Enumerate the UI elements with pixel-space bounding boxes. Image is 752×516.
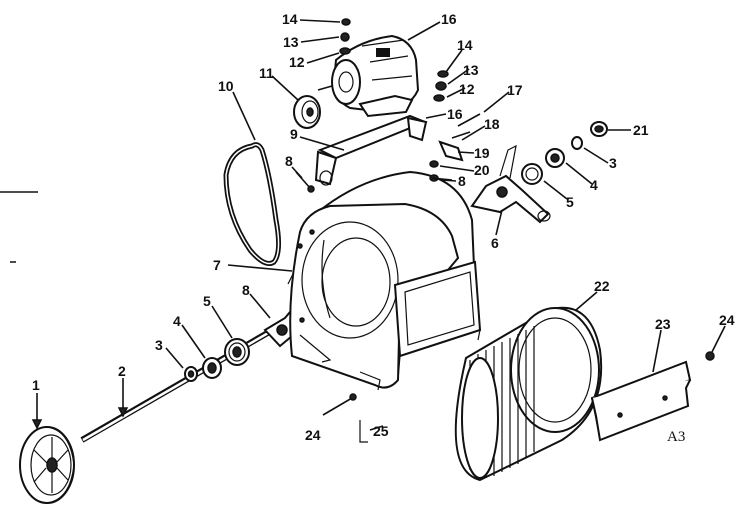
blower-wheel [454, 306, 603, 482]
callout-6: 6 [491, 235, 499, 251]
callout-8-mount: 8 [285, 153, 293, 169]
callout-22: 22 [594, 278, 610, 294]
collar-right [571, 136, 583, 150]
callout-1: 1 [32, 377, 40, 393]
callout-3-right: 3 [609, 155, 617, 171]
callout-14-right: 14 [457, 37, 473, 53]
bushing-left [202, 357, 222, 379]
callout-8-right: 8 [458, 173, 466, 189]
reference-code: A3 [667, 429, 685, 445]
motor-mount [314, 114, 428, 186]
bearing-right [521, 163, 543, 185]
callout-9: 9 [290, 126, 298, 142]
callout-2: 2 [118, 363, 126, 379]
callout-21: 21 [633, 122, 649, 138]
callout-18: 18 [484, 116, 500, 132]
callout-10: 10 [218, 78, 234, 94]
callout-4-right: 4 [590, 177, 598, 193]
callout-16-top: 16 [441, 11, 457, 27]
callout-25: 25 [373, 423, 389, 439]
callout-11: 11 [259, 65, 274, 81]
callout-labels: 1 2 3 4 5 8 7 10 11 9 8 14 13 12 16 14 1… [32, 11, 735, 445]
hardware-stack-right [433, 70, 449, 102]
belt [223, 142, 282, 266]
callout-20: 20 [474, 162, 490, 178]
callout-13-right: 13 [463, 62, 479, 78]
screw-24-bottom [322, 393, 357, 416]
cutoff-plate [590, 360, 692, 442]
callout-23: 23 [655, 316, 671, 332]
callout-17: 17 [507, 82, 523, 98]
callout-3-left: 3 [155, 337, 163, 353]
callout-14-left: 14 [282, 11, 298, 27]
callout-12-right: 12 [459, 81, 475, 97]
callout-13-left: 13 [283, 34, 299, 50]
nut-right [590, 121, 608, 137]
bushing-right [545, 148, 565, 168]
callout-19: 19 [474, 145, 490, 161]
callout-8-left: 8 [242, 282, 250, 298]
callout-12-left: 12 [289, 54, 305, 70]
pulley [19, 426, 75, 504]
clip-25 [359, 420, 368, 443]
motor-pulley [293, 95, 321, 129]
leader-lines [31, 19, 726, 431]
callout-24-right: 24 [719, 312, 735, 328]
callout-5-left: 5 [203, 293, 211, 309]
callout-4-left: 4 [173, 313, 181, 329]
blower-housing [289, 170, 482, 391]
motor [317, 34, 420, 118]
callout-5-right: 5 [566, 194, 574, 210]
screws-mount [295, 113, 481, 193]
callout-16-right: 16 [447, 106, 463, 122]
bearing-bracket-right [470, 144, 551, 224]
collar-left [184, 366, 198, 382]
screw-24-right [705, 351, 715, 361]
hardware-stack-left [339, 18, 351, 55]
callout-7: 7 [213, 257, 221, 273]
shaft [80, 317, 292, 443]
callout-24-bottom: 24 [305, 427, 321, 443]
bearing-left [224, 338, 250, 366]
